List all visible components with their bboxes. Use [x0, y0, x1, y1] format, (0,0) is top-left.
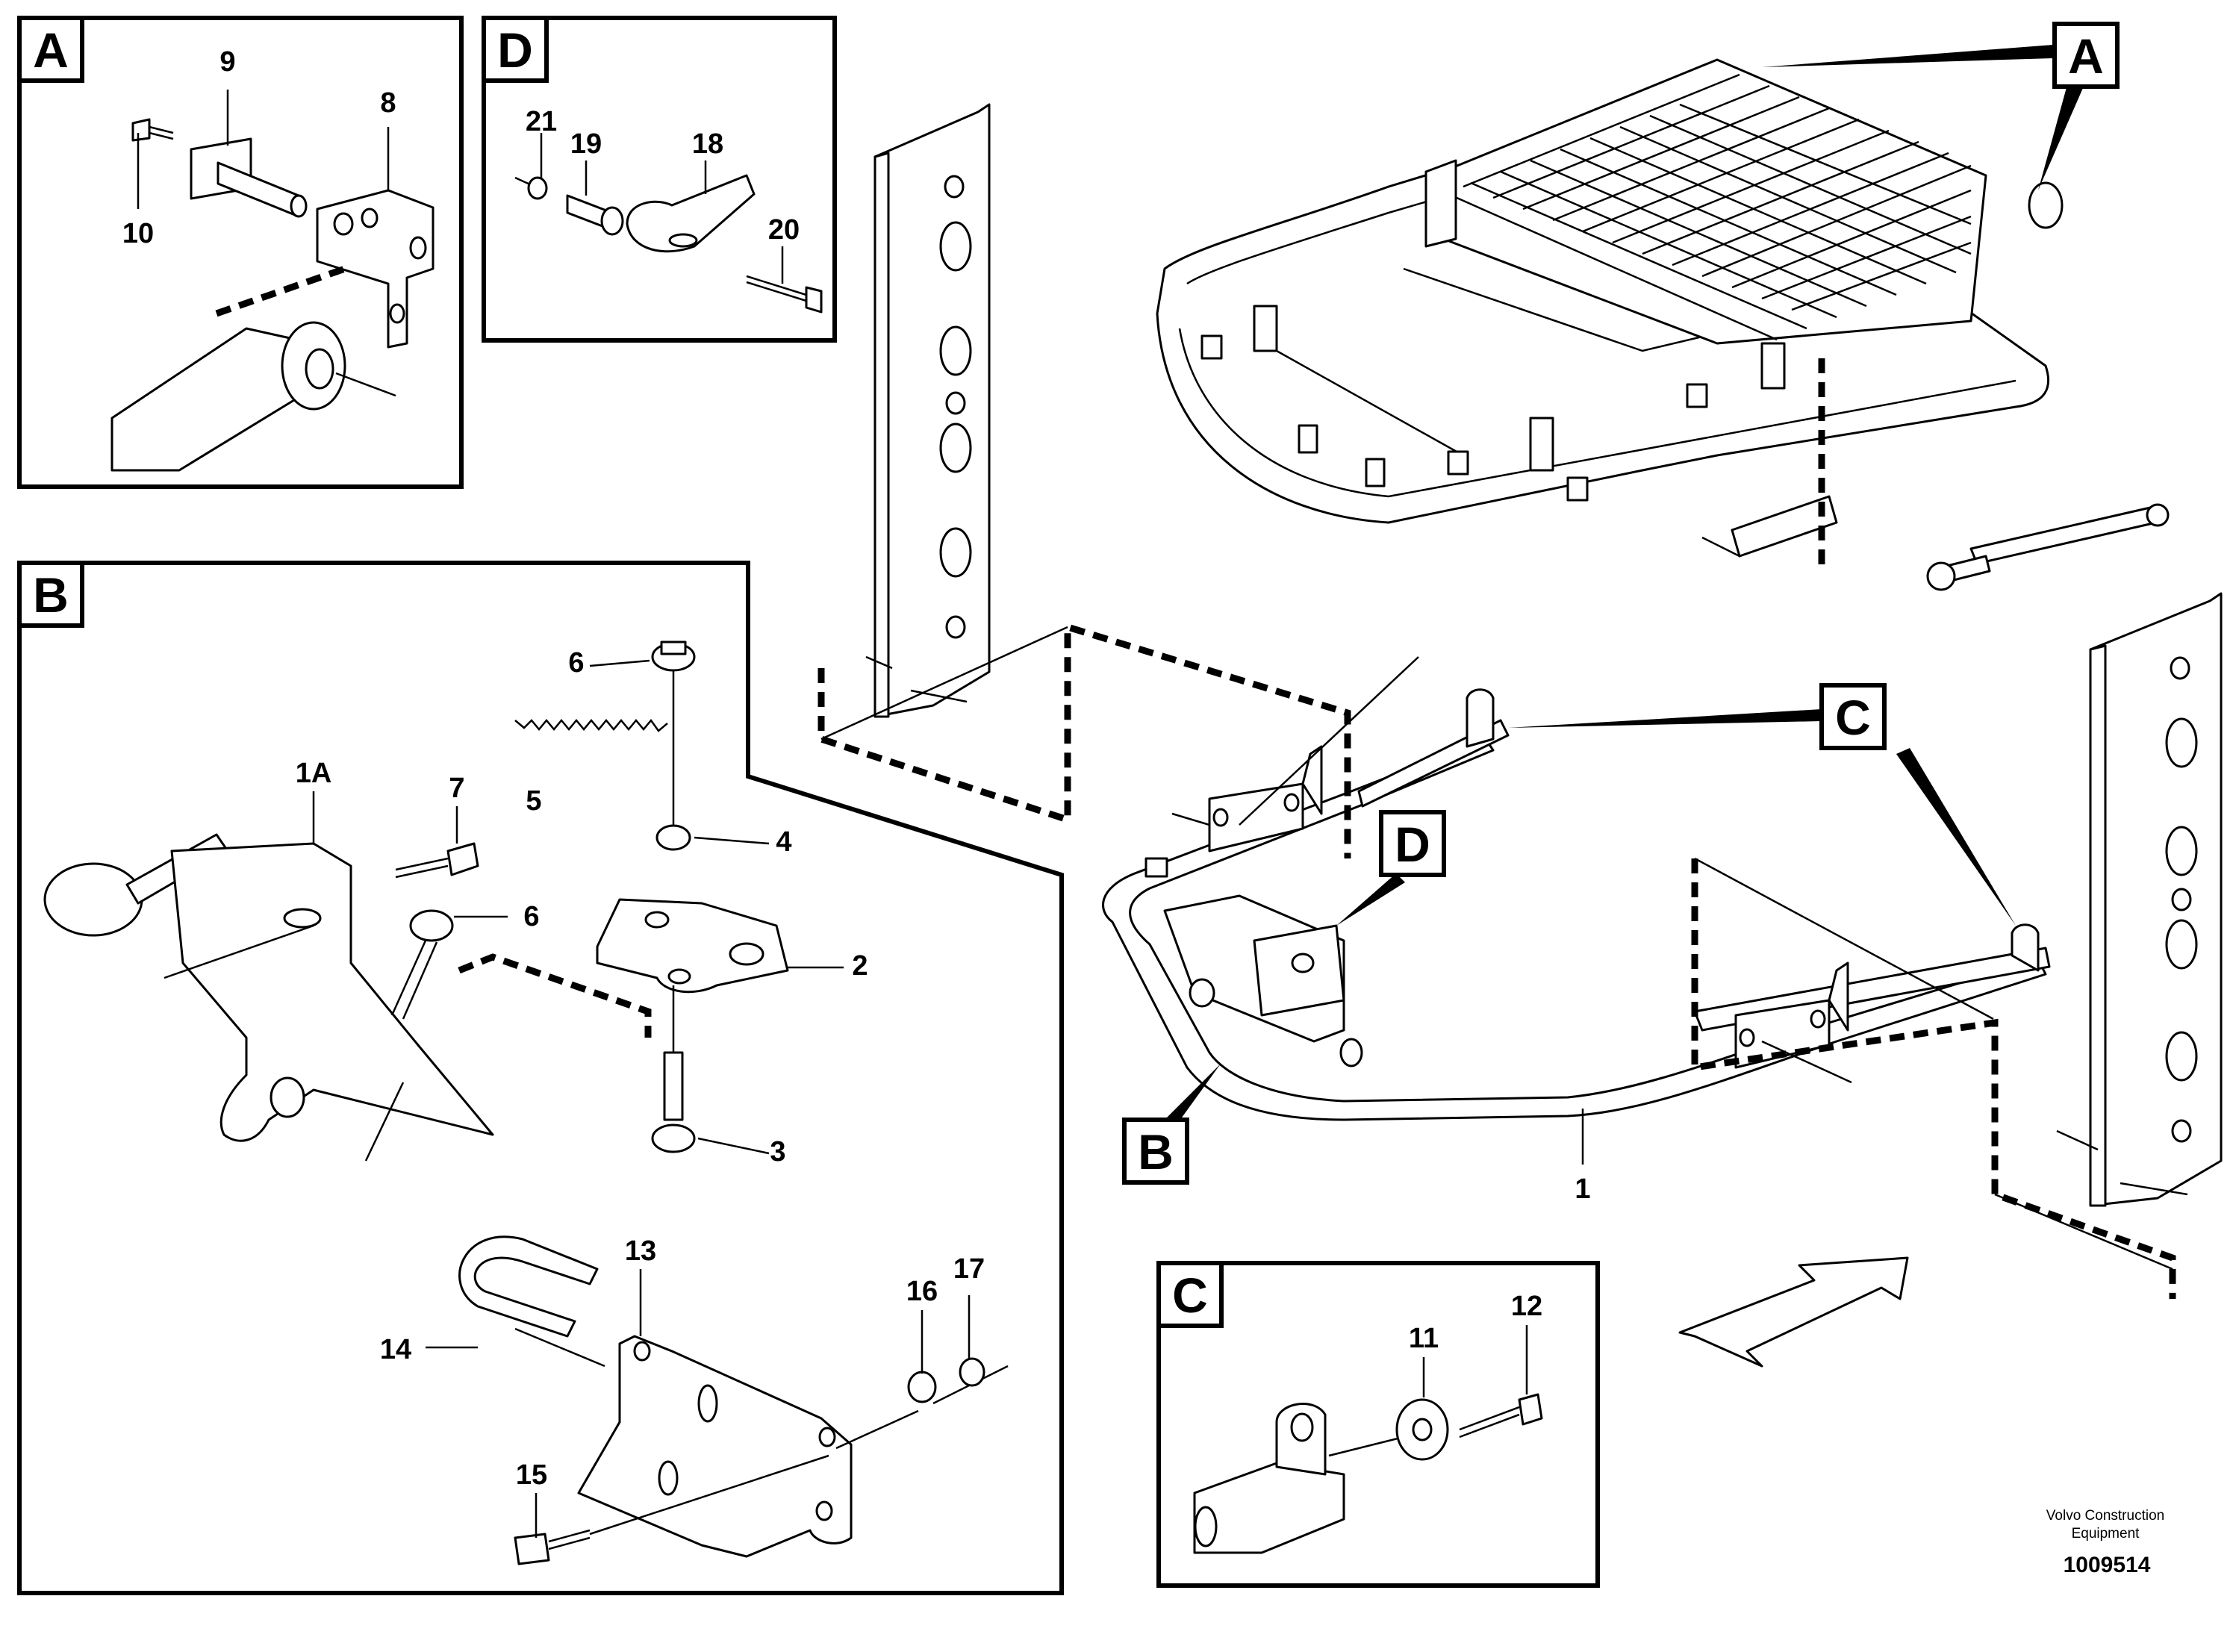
bolt-icon: [131, 118, 174, 142]
direction-arrow-icon: [1678, 1256, 1909, 1368]
callout-21: 21: [526, 106, 557, 137]
detail-d-box: D 21 19 18 20: [482, 16, 837, 343]
pointer-a-letter: A: [2068, 28, 2104, 84]
seat-grid-icon: [1448, 73, 1972, 341]
lower-seat-frame: [1102, 656, 2051, 1121]
callout-15: 15: [516, 1459, 547, 1491]
u-bolt-icon: [458, 1235, 605, 1368]
callout-16: 16: [906, 1276, 938, 1307]
nut-icon: [655, 824, 691, 851]
flange-nut-icon: [651, 640, 696, 672]
detail-c-letter: C: [1172, 1268, 1208, 1323]
detail-a-box: A 9 8: [17, 16, 464, 489]
flange-nut-icon: [390, 909, 454, 1020]
spring-icon: [514, 718, 668, 732]
pin-plate-icon: [190, 137, 308, 218]
upper-seat-frame: [1156, 58, 2170, 591]
callout-10: 10: [122, 218, 154, 249]
bolt-icon: [395, 842, 479, 879]
callout-13: 13: [625, 1235, 656, 1267]
callout-1a: 1A: [296, 758, 332, 789]
bolt-icon: [514, 1454, 829, 1565]
callout-9: 9: [219, 46, 235, 78]
detail-b-letter: B: [33, 567, 69, 623]
footer: Volvo Construction Equipment 1009514: [2046, 1508, 2164, 1577]
square-tube-icon: [110, 321, 396, 472]
callout-2: 2: [852, 950, 868, 982]
pointer-c-main: C: [1508, 683, 2016, 926]
pointer-b-letter: B: [1138, 1124, 1174, 1179]
callout-14: 14: [380, 1334, 411, 1365]
callout-18: 18: [692, 128, 723, 160]
callout-17: 17: [953, 1253, 985, 1285]
lever-bracket-icon: [170, 842, 494, 1142]
washer-icon: [959, 1357, 985, 1387]
screw-icon: [746, 275, 823, 314]
vertical-rail-left: [865, 103, 991, 718]
drawing-number: 1009514: [2064, 1553, 2151, 1577]
callout-7: 7: [449, 773, 464, 804]
frame-bracket-icon: [1734, 961, 1849, 1069]
pointer-b-main: B: [1122, 1064, 1221, 1185]
callout-5: 5: [526, 785, 541, 817]
callout-11: 11: [1409, 1323, 1439, 1354]
bracket-icon: [316, 189, 435, 349]
detail-c-box: C 11 12: [1156, 1261, 1600, 1588]
bushing-icon: [1395, 1398, 1449, 1461]
vertical-rail-right: [2056, 592, 2223, 1207]
callout-1: 1: [1575, 1173, 1590, 1205]
bolt-icon: [1459, 1393, 1543, 1439]
detail-a-letter: A: [33, 22, 69, 78]
company-line-1: Volvo Construction: [2046, 1508, 2164, 1524]
latch-assembly-icon: [1163, 894, 1363, 1067]
callout-4: 4: [776, 826, 791, 858]
bolt-icon: [651, 985, 696, 1153]
callout-8: 8: [380, 87, 396, 119]
pointer-a-main: A: [1762, 22, 2120, 190]
callout-3: 3: [770, 1136, 785, 1168]
detail-d-letter: D: [497, 22, 533, 78]
square-tube-icon: [1193, 1403, 1345, 1554]
pointer-d-main: D: [1336, 810, 1446, 926]
mounting-bracket-icon: [577, 1335, 853, 1558]
company-line-2: Equipment: [2072, 1526, 2140, 1542]
latch-plate-icon: [596, 898, 789, 994]
pointer-c-letter: C: [1835, 690, 1871, 745]
callout-20: 20: [768, 214, 800, 246]
callout-12: 12: [1511, 1291, 1542, 1322]
washer-icon: [527, 176, 548, 200]
strap-icon: [626, 174, 756, 253]
callout-6-upper: 6: [568, 647, 584, 679]
bushing-icon: [566, 194, 624, 236]
detail-b-box: B: [17, 561, 1064, 1595]
callout-19: 19: [570, 128, 602, 160]
callout-6-lower: 6: [523, 901, 539, 932]
washer-icon: [907, 1371, 937, 1403]
pointer-d-letter: D: [1395, 817, 1430, 872]
frame-bracket-icon: [1208, 745, 1323, 853]
gas-strut-icon: [1926, 503, 2170, 591]
